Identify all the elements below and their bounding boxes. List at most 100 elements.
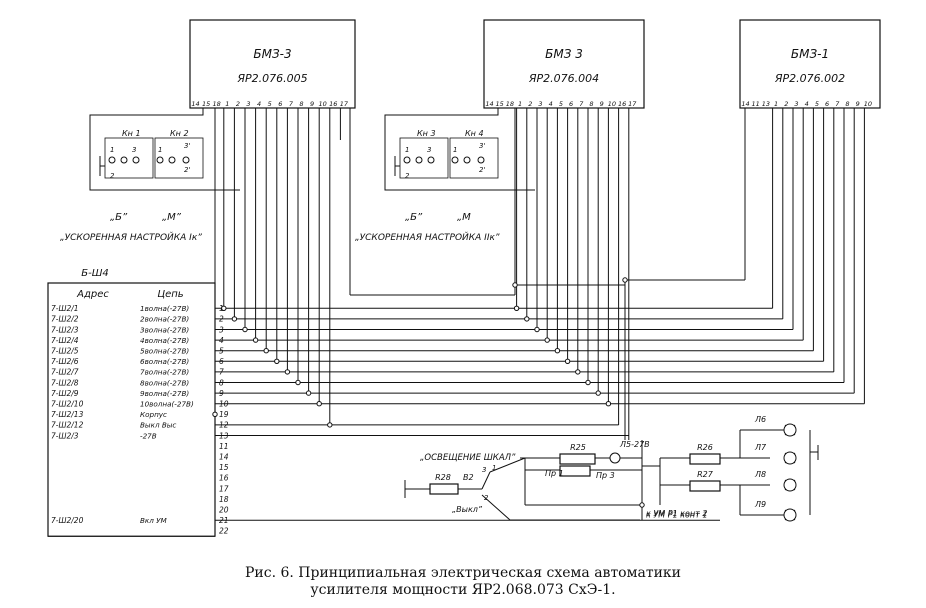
junction-dot — [263, 348, 269, 354]
pin-number: 15 — [202, 100, 210, 108]
junction-dot — [295, 379, 301, 386]
row-address: 7-Ш2/6 — [51, 357, 79, 366]
lamp-label: Л6 — [754, 415, 766, 424]
wires — [48, 97, 880, 537]
pin-number: 10 — [319, 100, 327, 108]
junction-dot — [316, 401, 322, 407]
label-r28: R28 — [435, 473, 451, 482]
row-circuit: 8волна(-27В) — [140, 378, 189, 387]
pin-number: 9 — [310, 100, 314, 108]
row-pin: 4 — [219, 336, 224, 345]
contact-number: 3' — [479, 142, 485, 150]
row-pin: 8 — [219, 378, 224, 387]
row-pin: 11 — [219, 442, 229, 451]
row-circuit: -27В — [140, 431, 157, 440]
pin-number: 17 — [340, 100, 349, 108]
row-circuit: 1волна(-27В) — [140, 304, 189, 313]
pin-number: 4 — [257, 100, 261, 108]
row-circuit: Выкл Выс — [140, 421, 176, 430]
junction-dot — [305, 390, 312, 396]
lamp-8 — [783, 478, 797, 492]
label-um2: к УМ Р1 конт 1 — [646, 510, 707, 519]
contact-number: 3' — [184, 142, 190, 150]
label-um1: к УМ Р1 конт 2 — [646, 509, 707, 518]
pin-number: 5 — [559, 100, 563, 108]
row-pin: 17 — [219, 484, 229, 493]
junction-dot — [284, 369, 291, 375]
pin-number: 6 — [569, 100, 573, 108]
row-pin: 13 — [219, 431, 229, 440]
lamp-label: Л7 — [754, 443, 767, 452]
junction-dot — [221, 305, 227, 311]
row-address: 7-Ш2/2 — [51, 315, 79, 324]
pin-number: 6 — [825, 100, 829, 108]
contact — [403, 156, 411, 164]
pin-number: 4 — [805, 100, 809, 108]
block-bmz3-004 — [483, 19, 645, 109]
column-header-circuit: Цепь — [157, 289, 183, 300]
switch-caption-m: „М — [457, 212, 471, 223]
row-pin: 18 — [219, 495, 229, 504]
pin-number: 15 — [496, 100, 504, 108]
column-header-address: Адрес — [76, 289, 109, 300]
junction-dot — [564, 358, 571, 364]
switch-caption-group: „УСКОРЕННАЯ НАСТРОЙКА Iк” — [60, 231, 202, 243]
row-circuit: 7волна(-27В) — [140, 368, 189, 377]
lamp-6 — [783, 423, 797, 437]
junction-dot — [513, 305, 520, 311]
pin-number: 18 — [506, 100, 514, 108]
contact-number: 1 — [453, 146, 457, 154]
row-pin: 20 — [219, 506, 229, 515]
fuse-pr1 — [559, 465, 591, 477]
junction-dot — [575, 369, 581, 375]
pin-number: 3 — [794, 100, 798, 108]
contact — [451, 156, 459, 164]
switch-label-k2: Кн 2 — [170, 129, 189, 138]
lamp-7 — [783, 451, 797, 465]
row-pin: 22 — [219, 527, 229, 536]
block-code: ЯР2.076.004 — [528, 72, 599, 85]
contact-number: 3 — [482, 466, 486, 474]
row-pin: 21 — [219, 516, 229, 525]
row-circuit: 3волна(-27В) — [140, 325, 189, 334]
pin-number: 9 — [600, 100, 604, 108]
lamp-label: Л8 — [754, 470, 766, 479]
row-address: 7-Ш2/4 — [51, 336, 79, 345]
label-r26: R26 — [697, 443, 713, 452]
contact-number: 2 — [110, 172, 115, 180]
switch-label-k1: Кн 1 — [122, 129, 141, 138]
shapes — [47, 19, 881, 537]
switch-caption-b: „Б” — [110, 212, 128, 223]
pin-number: 1 — [518, 100, 522, 108]
block-code: ЯР2.076.005 — [236, 72, 307, 85]
junction-dot — [274, 358, 280, 364]
resistor-r27 — [689, 480, 721, 492]
label-pr1: Пр 1 — [545, 469, 564, 478]
pin-number: 10 — [608, 100, 616, 108]
pin-number: 1 — [774, 100, 778, 108]
contact-number: 1 — [110, 146, 114, 154]
contact — [156, 156, 164, 164]
contact — [132, 156, 140, 164]
contact-number: 2' — [184, 166, 190, 174]
row-circuit: Корпус — [140, 410, 167, 419]
pin-number: 8 — [589, 100, 593, 108]
switch-box — [154, 137, 204, 179]
row-circuit: 9волна(-27В) — [140, 389, 189, 398]
switch-feed — [89, 108, 240, 191]
row-pin: 19 — [219, 410, 229, 419]
pin-number: 14 — [741, 100, 749, 108]
row-circuit: 6волна(-27В) — [140, 357, 189, 366]
block-code: ЯР2.076.002 — [774, 72, 845, 85]
junction-dot — [585, 379, 591, 386]
wire-light — [481, 494, 511, 521]
contact-number: 1 — [405, 146, 409, 154]
connector-title: Б-Ш4 — [81, 268, 109, 279]
switch-blade — [481, 471, 491, 490]
junction-dot — [212, 411, 218, 417]
caption-line-1: Рис. 6. Принципиальная электрическая схе… — [244, 565, 682, 581]
pin-number: 2 — [784, 100, 788, 108]
row-circuit: 10волна(-27В) — [140, 400, 194, 409]
junction-dot — [534, 326, 540, 333]
